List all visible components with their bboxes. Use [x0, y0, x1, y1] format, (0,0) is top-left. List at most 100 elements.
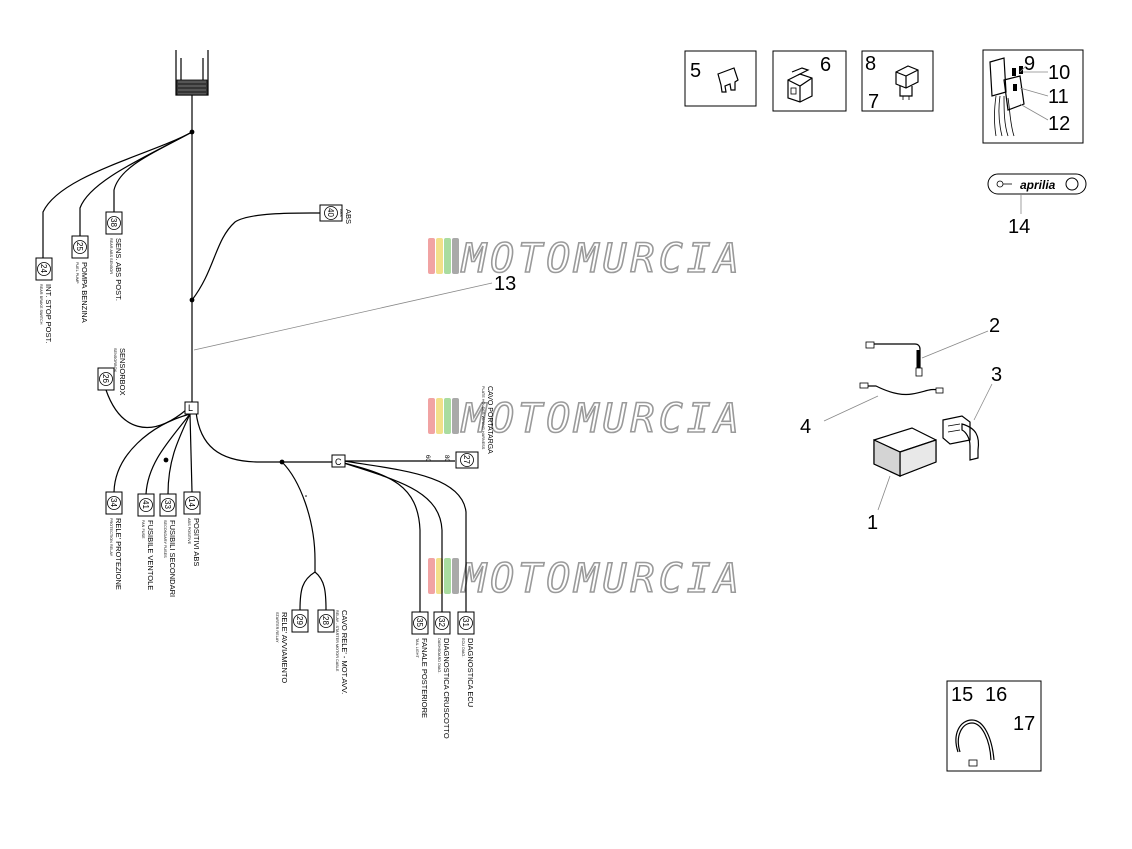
- connector-35-sublabel: TAIL LIGHT: [415, 638, 419, 659]
- watermark-stripe: [428, 558, 435, 594]
- watermark-stripe: [428, 238, 435, 274]
- connector-34-label: RELE' PROTEZIONE: [114, 518, 123, 590]
- connector-33: 33 FUSIBILI SECONDARI SECONDARY FUSES: [159, 493, 177, 597]
- junction-l: L: [184, 401, 199, 415]
- part-box-7-8: 8 7: [861, 50, 934, 113]
- key-icon: [996, 180, 1012, 188]
- connector-34: 34 RELE' PROTEZIONE PROTECTION RELAY: [105, 491, 123, 590]
- connector-26: 26 SENSORBOX SENSORBOX: [97, 348, 127, 396]
- callout-15: 15: [951, 684, 973, 706]
- connector-41-sublabel: FAN FUSE: [141, 520, 145, 539]
- connector-38-label: SENS. ABS POST.: [114, 238, 123, 301]
- connector-25-sublabel: FUEL PUMP: [75, 262, 79, 284]
- watermark-stripes: [428, 558, 459, 594]
- callout-7: 7: [868, 91, 879, 113]
- part-1-battery: 1: [867, 427, 937, 534]
- main-connector-icon: [175, 50, 209, 96]
- connector-26-label: SENSORBOX: [118, 348, 127, 396]
- connector-29-sublabel: STARTER RELAY: [275, 612, 279, 643]
- watermark-stripe: [452, 558, 459, 594]
- watermark-stripe: [436, 558, 443, 594]
- connector-32-sublabel: DASHBOARD DIAG.: [437, 638, 441, 673]
- part-3-cover: 3: [942, 364, 1002, 461]
- callout-5: 5: [690, 60, 701, 82]
- connector-27-number: 27: [462, 455, 471, 464]
- connector-35-number: 35: [415, 618, 424, 627]
- connector-14-number: 14: [187, 498, 196, 507]
- connector-38-sublabel: REAR ABS SENSOR: [109, 238, 113, 274]
- connector-27-label: CAVO PORTATARGA: [486, 386, 493, 454]
- junction-l-label: L: [188, 403, 193, 413]
- relay-connector-icon: [787, 67, 813, 103]
- connector-40-sublabel: ABS: [339, 209, 343, 217]
- connector-27-sublabel: PLATE HOLDER WIRING HARNESS: [481, 386, 485, 450]
- aprilia-logo: aprilia: [1020, 178, 1056, 192]
- connector-41-label: FUSIBILE VENTOLE: [146, 520, 155, 590]
- fuse-box-icon: [989, 57, 1025, 137]
- connector-25-number: 25: [75, 242, 84, 251]
- connector-31-sublabel: ECU DIAG.: [461, 638, 465, 657]
- watermark-stripe: [452, 398, 459, 434]
- connector-34-number: 34: [109, 498, 118, 507]
- connector-14-sublabel: ABS POSITIVE: [187, 518, 191, 545]
- connector-33-label: FUSIBILI SECONDARI: [168, 520, 177, 597]
- watermark-stripes: [428, 238, 459, 274]
- mark-80-text: 80: [443, 455, 449, 462]
- connector-24-sublabel: REAR BRAKE SWITCH: [39, 284, 43, 325]
- part-box-9-12: 9 10 11 12: [982, 49, 1084, 144]
- part-box-5: 5: [684, 50, 757, 107]
- connector-24-number: 24: [39, 264, 48, 273]
- connector-32-label: DIAGNOSTICA CRUSCOTTO: [442, 638, 451, 739]
- connector-41-number: 41: [141, 500, 150, 509]
- callout-1: 1: [867, 512, 878, 534]
- callout-13: 13: [494, 273, 516, 295]
- callout-2: 2: [989, 315, 1000, 337]
- callout-17: 17: [1013, 713, 1035, 735]
- connector-40: 40 ABS ABS: [319, 204, 353, 224]
- part-14: aprilia 14: [987, 173, 1087, 238]
- connector-14: 14 POSITIVI ABS ABS POSITIVE: [183, 491, 201, 566]
- callout-6: 6: [820, 54, 831, 76]
- connector-33-number: 33: [163, 500, 172, 509]
- connector-29-label: RELE' AVVIAMENTO: [280, 612, 289, 683]
- callout-12: 12: [1048, 113, 1070, 135]
- part-4-cable: 4: [800, 382, 944, 438]
- connector-25: 25 POMPA BENZINA FUEL PUMP: [71, 235, 89, 323]
- connector-29-number: 29: [295, 616, 304, 625]
- watermark-stripe: [436, 238, 443, 274]
- connector-24: 24 INT. STOP POST. REAR BRAKE SWITCH: [35, 257, 53, 343]
- connector-14-label: POSITIVI ABS: [192, 518, 201, 566]
- watermark-stripe: [444, 238, 451, 274]
- callout-16: 16: [985, 684, 1007, 706]
- connector-40-label: ABS: [344, 209, 353, 224]
- mark-60: 60: [424, 455, 430, 462]
- connector-24-label: INT. STOP POST.: [44, 284, 53, 343]
- connector-32: 32 DIAGNOSTICA CRUSCOTTO DASHBOARD DIAG.: [433, 611, 451, 739]
- connector-28-number: 28: [321, 616, 330, 625]
- connector-40-number: 40: [326, 208, 335, 217]
- connector-31-number: 31: [461, 618, 470, 627]
- connector-26-sublabel: SENSORBOX: [113, 348, 117, 373]
- watermark-2: MOTOMURCIA: [428, 395, 740, 443]
- junction-c-label: C: [335, 457, 342, 467]
- connector-35-label: FANALE POSTERIORE: [420, 638, 429, 718]
- connector-25-label: POMPA BENZINA: [80, 262, 89, 323]
- connector-28-sublabel: RELAY - STARTER MOTOR CABLE: [335, 610, 339, 672]
- connector-41: 41 FUSIBILE VENTOLE FAN FUSE: [137, 493, 155, 590]
- connector-34-sublabel: PROTECTION RELAY: [109, 518, 113, 557]
- watermark-stripe: [428, 398, 435, 434]
- connector-27: 27 CAVO PORTATARGA PLATE HOLDER WIRING H…: [455, 386, 493, 469]
- callout-10: 10: [1048, 62, 1070, 84]
- watermark-stripe: [444, 558, 451, 594]
- watermark-stripe: [444, 398, 451, 434]
- watermark-1: MOTOMURCIA: [428, 235, 740, 283]
- watermark-stripe: [436, 398, 443, 434]
- fuse-icon: [717, 67, 739, 93]
- mark-60-text: 60: [424, 455, 430, 462]
- watermark-3: MOTOMURCIA: [428, 555, 740, 603]
- relay-icon: [895, 65, 919, 100]
- callout-14: 14: [1008, 216, 1030, 238]
- connector-38-number: 38: [109, 218, 118, 227]
- part-box-6: 6: [772, 50, 847, 112]
